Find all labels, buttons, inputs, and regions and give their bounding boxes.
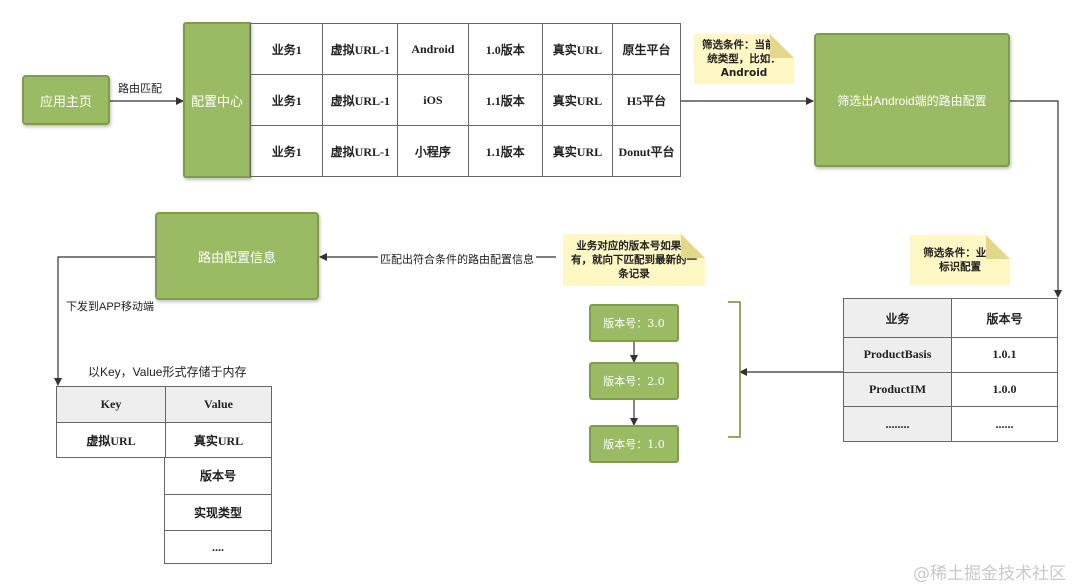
version-bracket — [728, 301, 741, 438]
table-row: 业务1 虚拟URL-1 iOS 1.1版本 真实URL H5平台 — [249, 74, 682, 126]
table-row: ProductBasis 1.0.1 — [843, 337, 1058, 373]
node-filter-android: 筛选出Android端的路由配置 — [814, 33, 1010, 167]
table-cell: ...... — [951, 406, 1058, 442]
table-cell: 真实URL — [542, 23, 613, 75]
node-app-home-label: 应用主页 — [39, 93, 92, 109]
version-box-2: 版本号：2.0 — [589, 362, 679, 400]
table-cell: 1.1版本 — [467, 125, 544, 177]
version-label: 版本号：1.0 — [603, 438, 665, 451]
table-cell: 虚拟URL-1 — [322, 74, 399, 126]
table-cell: ProductBasis — [843, 337, 952, 373]
arrow-filter-to-business — [1010, 100, 1062, 298]
table-cell: 版本号 — [164, 457, 272, 495]
table-header: Value — [165, 386, 272, 423]
business-table: 业务 版本号 ProductBasis 1.0.1 ProductIM 1.0.… — [843, 298, 1058, 442]
table-row: ProductIM 1.0.0 — [843, 371, 1058, 408]
table-header: Key — [56, 386, 166, 423]
note-filter-system-text: 筛选条件：当前系统类型，比如：Android — [702, 39, 786, 79]
table-cell: 小程序 — [397, 125, 469, 177]
config-table: 业务1 虚拟URL-1 Android 1.0版本 真实URL 原生平台 业务1… — [249, 23, 682, 177]
table-header: 业务 — [843, 298, 952, 338]
table-cell: Donut平台 — [611, 125, 682, 177]
table-row: 业务 版本号 — [843, 298, 1058, 338]
table-cell: 实现类型 — [164, 493, 272, 532]
note-filter-business: 筛选条件：业务标识配置 — [910, 235, 1010, 285]
table-header: 版本号 — [951, 298, 1058, 338]
table-cell: 1.0.0 — [951, 371, 1058, 408]
label-send-app: 下发到APP移动端 — [66, 301, 155, 313]
note-version-rule: 业务对应的版本号如果没有，就向下匹配到最新的一条记录 — [563, 234, 705, 286]
node-route-info: 路由配置信息 — [155, 212, 319, 300]
label-match-rule: 匹配出符合条件的路由配置信息 — [378, 251, 536, 267]
note-filter-business-text: 筛选条件：业务标识配置 — [923, 247, 997, 273]
table-row: 实现类型 — [164, 493, 272, 532]
node-filter-android-label: 筛选出Android端的路由配置 — [837, 93, 987, 108]
note-filter-system: 筛选条件：当前系统类型，比如：Android — [694, 34, 794, 84]
watermark: @稀土掘金技术社区 — [913, 564, 1066, 584]
table-row: ........ ...... — [843, 406, 1058, 442]
kv-table: Key Value 虚拟URL 真实URL — [56, 386, 272, 458]
label-store-memory: 以Key，Value形式存储于内存 — [88, 365, 247, 379]
table-cell: 真实URL — [542, 125, 613, 177]
table-cell: 业务1 — [249, 23, 324, 75]
version-label: 版本号：3.0 — [603, 317, 665, 330]
table-row: Key Value — [56, 386, 272, 423]
table-cell: 1.1版本 — [467, 74, 544, 126]
node-route-info-label: 路由配置信息 — [197, 249, 276, 265]
node-config-center-label: 配置中心 — [190, 93, 243, 109]
table-cell: 1.0.1 — [951, 337, 1058, 373]
table-cell: 真实URL — [542, 74, 613, 126]
table-cell: 真实URL — [165, 422, 272, 458]
arrow-route-info-to-kv — [54, 256, 155, 386]
table-row: 版本号 — [164, 457, 272, 495]
table-cell: 原生平台 — [611, 23, 682, 75]
table-cell: 业务1 — [249, 125, 324, 177]
table-cell: 业务1 — [249, 74, 324, 126]
table-cell: 虚拟URL — [56, 422, 166, 458]
table-cell: ProductIM — [843, 371, 952, 408]
version-box-1: 版本号：1.0 — [589, 425, 679, 463]
label-route-match: 路由匹配 — [118, 83, 162, 95]
note-version-rule-text: 业务对应的版本号如果没有，就向下匹配到最新的一条记录 — [571, 240, 697, 280]
table-cell: 1.0版本 — [467, 23, 544, 75]
table-row: .... — [164, 530, 272, 564]
node-config-center: 配置中心 — [183, 22, 251, 178]
table-cell: iOS — [397, 74, 469, 126]
table-row: 业务1 虚拟URL-1 Android 1.0版本 真实URL 原生平台 — [249, 23, 682, 75]
table-cell: H5平台 — [611, 74, 682, 126]
kv-value-column: 版本号 实现类型 .... — [164, 457, 272, 564]
table-row: 虚拟URL 真实URL — [56, 422, 272, 458]
table-cell: 虚拟URL-1 — [322, 125, 399, 177]
table-row: 业务1 虚拟URL-1 小程序 1.1版本 真实URL Donut平台 — [249, 125, 682, 177]
table-cell: 虚拟URL-1 — [322, 23, 399, 75]
version-label: 版本号：2.0 — [603, 375, 665, 388]
table-cell: .... — [164, 530, 272, 564]
version-box-3: 版本号：3.0 — [589, 304, 679, 342]
node-app-home: 应用主页 — [22, 75, 110, 125]
table-cell: Android — [397, 23, 469, 75]
table-cell: ........ — [843, 406, 952, 442]
